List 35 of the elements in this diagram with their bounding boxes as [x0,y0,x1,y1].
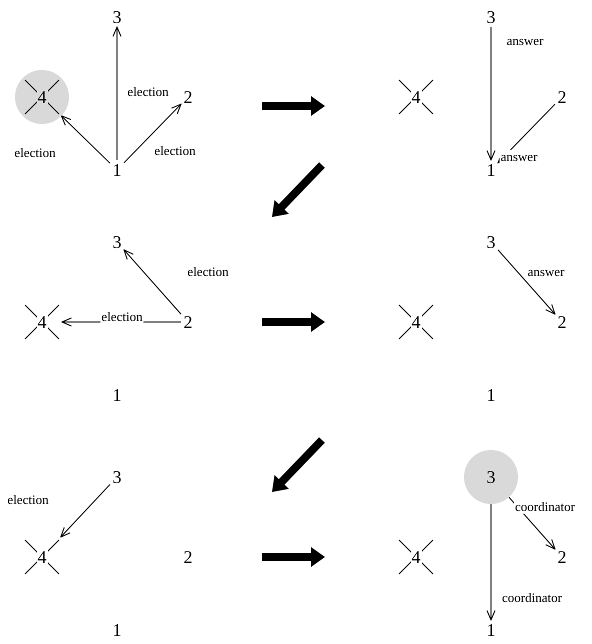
process-number: 2 [555,312,569,332]
process-number: 1 [110,620,124,640]
process-number: 1 [110,160,124,180]
process-number: 1 [110,385,124,405]
process-number: 2 [181,547,195,567]
arrow [112,26,122,160]
arrow [60,115,110,164]
edge-label: election [13,146,57,160]
arrow [498,249,556,315]
arrow [124,249,182,315]
arrow [486,26,496,160]
edge-label: election [186,264,230,280]
arrow [124,104,182,164]
process-number: 3 [110,232,124,252]
process-number: 3 [110,7,124,27]
process-number: 2 [181,312,195,332]
process-number: 3 [110,467,124,487]
process-number: 1 [484,160,498,180]
edge-label: coordinator [501,590,563,606]
edge-label: answer [500,150,538,164]
edge-label: coordinator [514,500,576,514]
edge-label: election [100,310,144,324]
arrow [60,484,110,538]
process-number: 1 [484,620,498,640]
edge-label: election [126,84,170,100]
arrow [486,504,496,620]
edge-label: election [153,144,197,158]
highlight-circle [15,70,69,124]
process-number: 1 [484,385,498,405]
edge-label: election [6,492,50,508]
process-number: 3 [484,7,498,27]
process-number: 3 [484,232,498,252]
process-number: 2 [555,87,569,107]
process-number: 2 [181,87,195,107]
process-number: 2 [555,547,569,567]
